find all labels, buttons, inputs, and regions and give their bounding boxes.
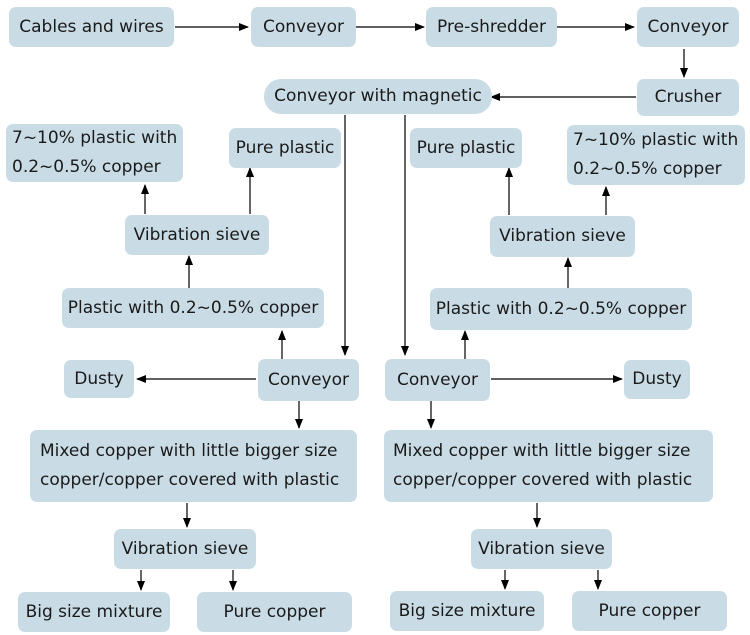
node-left-vibration-sieve-1: Vibration sieve	[125, 215, 269, 255]
node-left-conveyor: Conveyor	[258, 359, 359, 401]
node-left-pure-copper: Pure copper	[197, 592, 352, 632]
node-right-plastic-with-copper: Plastic with 0.2~0.5% copper	[430, 288, 692, 330]
node-cables-and-wires: Cables and wires	[9, 7, 174, 47]
node-right-conveyor: Conveyor	[385, 359, 490, 401]
node-left-7-10-plastic-with-copper: 7~10% plastic with 0.2~0.5% copper	[6, 124, 183, 182]
node-crusher: Crusher	[637, 79, 739, 116]
node-right-big-size-mixture: Big size mixture	[390, 591, 544, 631]
node-left-pure-plastic: Pure plastic	[229, 128, 341, 168]
node-left-vibration-sieve-2: Vibration sieve	[114, 529, 256, 569]
node-left-mixed-copper: Mixed copper with little bigger size cop…	[30, 430, 357, 502]
node-right-pure-copper: Pure copper	[572, 591, 727, 631]
node-right-dusty: Dusty	[624, 360, 690, 399]
node-conveyor-2: Conveyor	[637, 7, 739, 47]
node-conveyor-1: Conveyor	[251, 7, 356, 47]
node-pre-shredder: Pre-shredder	[426, 7, 557, 47]
node-right-mixed-copper: Mixed copper with little bigger size cop…	[384, 430, 713, 502]
node-left-dusty: Dusty	[64, 360, 134, 398]
node-right-vibration-sieve-1: Vibration sieve	[490, 216, 635, 257]
node-right-vibration-sieve-2: Vibration sieve	[471, 529, 612, 569]
node-right-pure-plastic: Pure plastic	[410, 128, 522, 168]
node-left-plastic-with-copper: Plastic with 0.2~0.5% copper	[62, 288, 324, 328]
node-conveyor-with-magnetic: Conveyor with magnetic	[264, 79, 492, 114]
node-left-big-size-mixture: Big size mixture	[18, 592, 170, 632]
node-right-7-10-plastic-with-copper: 7~10% plastic with 0.2~0.5% copper	[567, 125, 745, 185]
